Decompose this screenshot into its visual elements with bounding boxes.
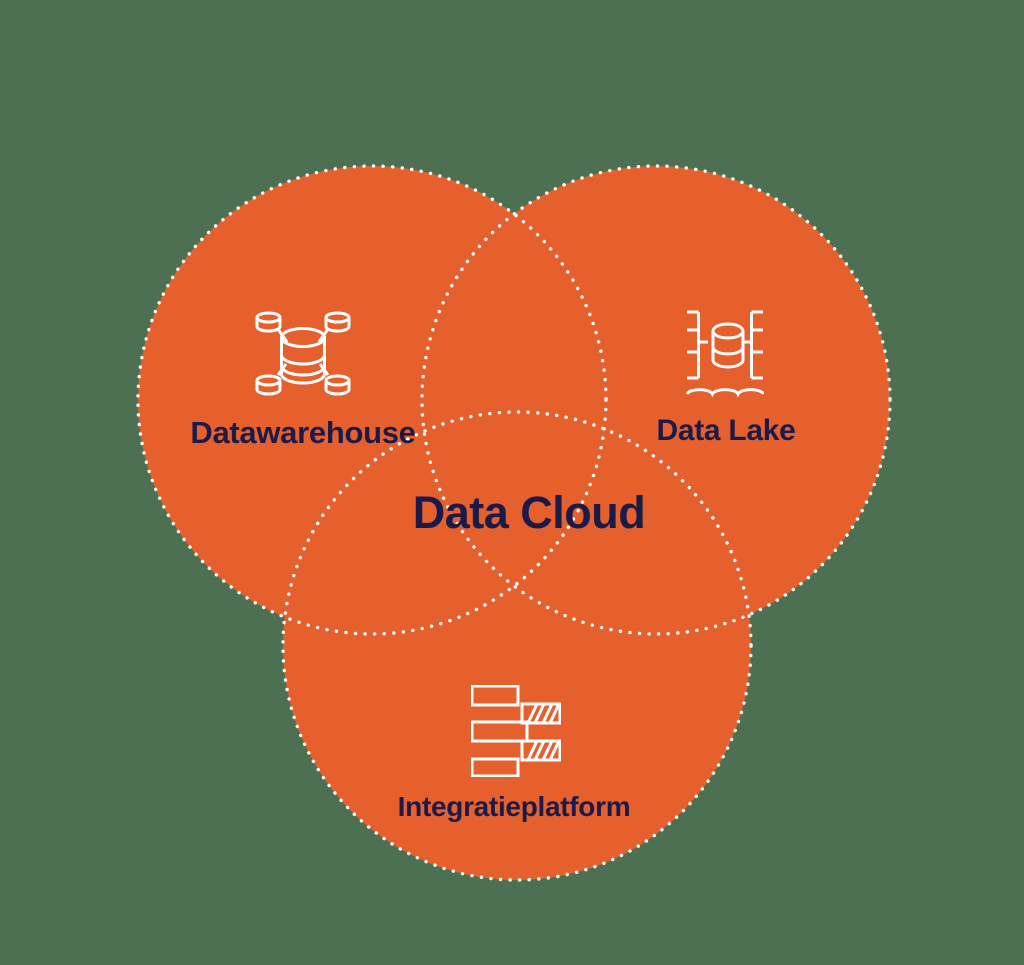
venn-circle-fill-integration-platform xyxy=(283,412,751,880)
data-cloud-center-label: Data Cloud xyxy=(412,487,646,538)
datawarehouse-label: Datawarehouse xyxy=(190,415,416,450)
venn-circle-outline-integration-platform xyxy=(281,410,753,882)
venn-circle-outline-datawarehouse xyxy=(136,164,608,636)
venn-circle-outline-data-lake xyxy=(420,164,892,636)
datawarehouse-icon xyxy=(255,306,351,398)
data-lake-label: Data Lake xyxy=(656,414,796,447)
integration-platform-icon xyxy=(471,685,561,777)
integration-platform-label: Integratieplatform xyxy=(397,791,631,822)
data-lake-icon xyxy=(686,310,764,398)
